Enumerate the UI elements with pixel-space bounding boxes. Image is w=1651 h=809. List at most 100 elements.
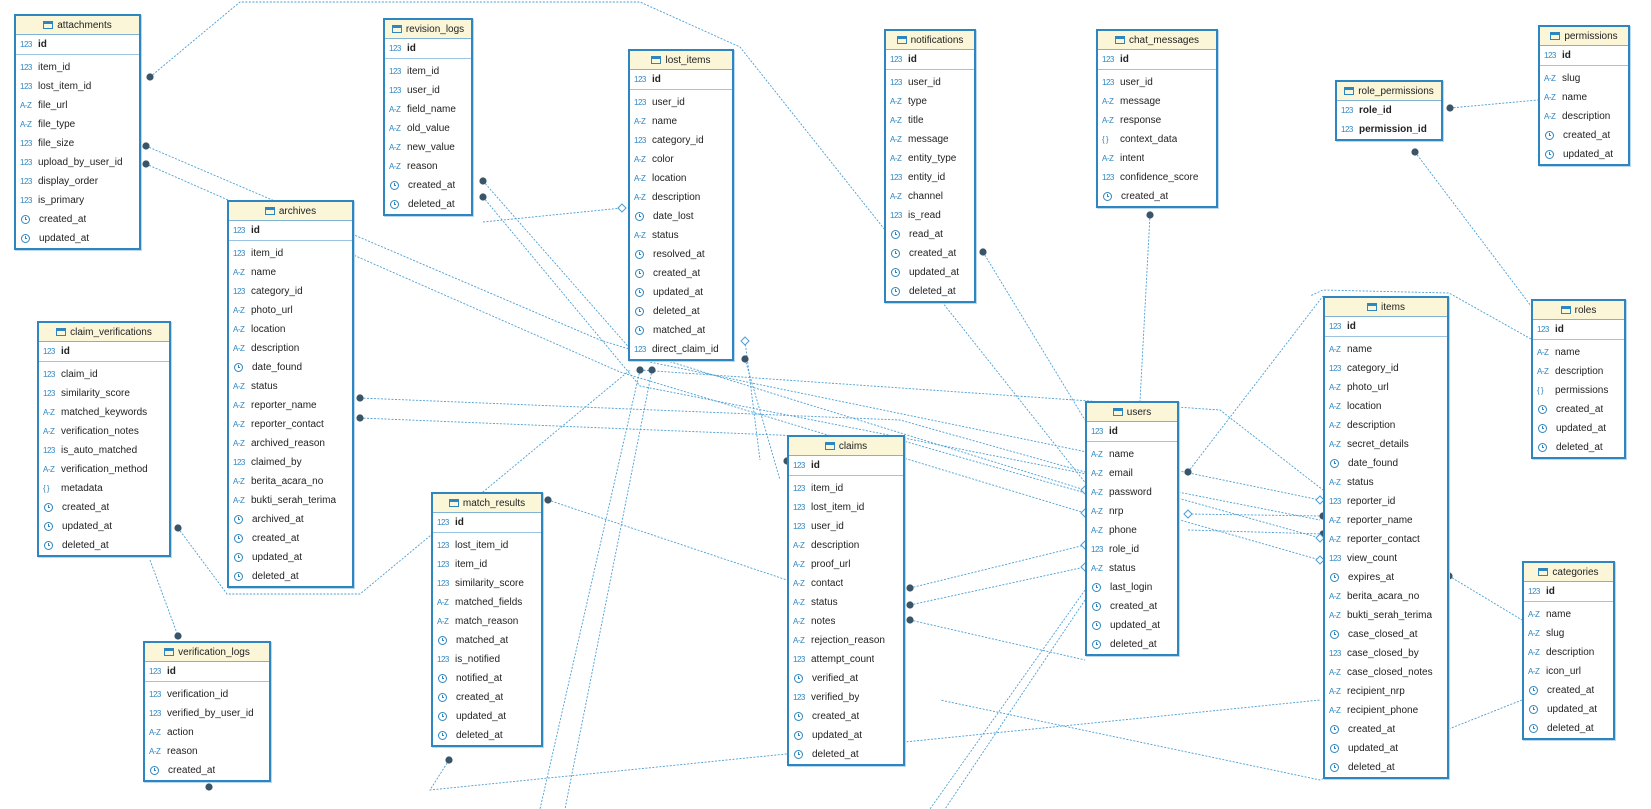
column-row[interactable]: created_at (789, 707, 903, 726)
column-row[interactable]: created_at (1325, 720, 1447, 739)
table-header[interactable]: claims (789, 437, 903, 456)
column-row[interactable]: updated_at (789, 726, 903, 745)
table-header[interactable]: permissions (1540, 27, 1628, 46)
table-header[interactable]: verification_logs (145, 643, 269, 662)
table-header[interactable]: role_permissions (1337, 82, 1441, 101)
table-header[interactable]: lost_items (630, 51, 732, 70)
column-row[interactable]: { }context_data (1098, 130, 1216, 149)
table-header[interactable]: users (1087, 403, 1177, 422)
column-row[interactable]: deleted_at (1524, 719, 1613, 738)
column-row[interactable]: created_at (433, 688, 541, 707)
column-row[interactable]: created_at (630, 264, 732, 283)
column-row[interactable]: { }metadata (39, 479, 169, 498)
column-row[interactable]: deleted_at (385, 195, 471, 214)
column-row[interactable]: updated_at (1087, 616, 1177, 635)
column-row[interactable]: deleted_at (886, 282, 974, 301)
column-row[interactable]: case_closed_at (1325, 625, 1447, 644)
column-row[interactable]: date_lost (630, 207, 732, 226)
column-row[interactable]: notified_at (433, 669, 541, 688)
column-row[interactable]: { }permissions (1533, 381, 1624, 400)
column-row[interactable]: read_at (886, 225, 974, 244)
column-row[interactable]: updated_at (630, 283, 732, 302)
column-row[interactable]: deleted_at (433, 726, 541, 745)
column-row[interactable]: updated_at (1540, 145, 1628, 164)
column-row[interactable]: created_at (886, 244, 974, 263)
column-row[interactable]: matched_at (630, 321, 732, 340)
column-row[interactable]: deleted_at (1325, 758, 1447, 777)
column-row[interactable]: deleted_at (630, 302, 732, 321)
table-header[interactable]: claim_verifications (39, 323, 169, 342)
